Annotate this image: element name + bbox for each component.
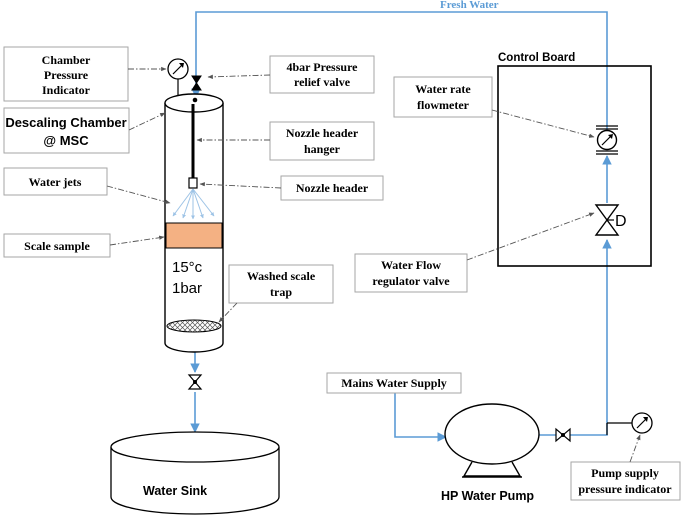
label-box-scale-sample: [3, 233, 111, 258]
leader-descaling-chamber: [128, 112, 166, 131]
hanger-line1: Nozzle header: [286, 126, 359, 140]
label-box-mains-supply: [326, 372, 462, 394]
leader-water-jets: [106, 185, 171, 204]
label-box-pump-pressure: [570, 461, 681, 501]
label-box-water-jets: [3, 167, 108, 196]
pressure-relief-valve-icon: [191, 75, 202, 91]
mains-supply-pipe: [394, 392, 447, 442]
relief-valve-line1: 4bar Pressure: [287, 60, 359, 74]
pump-discharge-pipe: [538, 239, 612, 436]
hp-water-pump: HP Water Pump: [441, 403, 540, 503]
nozzle-header: [188, 177, 198, 189]
fresh-water-pipe: [191, 11, 608, 140]
chamber-pressure-line2: Pressure: [44, 68, 89, 82]
label-box-relief-valve: [269, 55, 375, 94]
relief-valve-line2: relief valve: [294, 75, 351, 89]
leader-nozzle-header: [199, 182, 282, 189]
flow-regulator-valve-icon: D: [594, 204, 627, 236]
label-box-hanger: [269, 121, 375, 161]
regulator-line1: Water Flow: [381, 258, 441, 272]
water-jets-label: Water jets: [29, 175, 82, 189]
leader-relief-valve: [207, 74, 271, 80]
chamber-pressure-gauge-icon: [167, 58, 189, 96]
descaling-chamber-line1: Descaling Chamber: [5, 115, 126, 130]
leader-regulator: [466, 212, 595, 261]
pump-pressure-line2: pressure indicator: [578, 482, 672, 496]
drain-valve-icon: [187, 374, 203, 390]
descaling-chamber-line2: @ MSC: [43, 133, 89, 148]
water-jets: [172, 188, 215, 220]
chamber-pressure-line3: Indicator: [42, 83, 91, 97]
label-box-flowmeter: [393, 76, 493, 118]
pump-outlet-valve-icon: [555, 427, 571, 443]
pump-pressure-line1: Pump supply: [591, 466, 659, 480]
leader-scale-sample: [109, 235, 165, 246]
leader-pump-pressure: [629, 434, 641, 463]
water-sink: Water Sink: [110, 431, 280, 515]
leader-flowmeter: [491, 109, 595, 138]
flowmeter-line2: flowmeter: [417, 98, 470, 112]
label-box-chamber-pressure: [3, 46, 129, 102]
pump-pressure-gauge-icon: [606, 412, 653, 435]
flowmeter-icon: [596, 125, 618, 155]
washed-scale-trap: [166, 319, 222, 333]
hanger-line2: hanger: [304, 142, 341, 156]
mains-supply-label: Mains Water Supply: [341, 376, 447, 390]
label-box-nozzle-header: [280, 175, 384, 201]
regulator-line2: regulator valve: [372, 274, 450, 288]
leader-scale-trap: [218, 302, 238, 323]
scale-sample: [165, 222, 223, 249]
label-box-regulator: [354, 253, 468, 293]
chamber-pressure-line1: Chamber: [42, 53, 91, 67]
label-box-descaling-chamber: [3, 107, 130, 154]
descaling-chamber: 15°c 1bar: [164, 93, 224, 353]
hp-pump-label: HP Water Pump: [441, 489, 534, 503]
pressure-text: 1bar: [172, 280, 202, 297]
label-box-scale-trap: [228, 264, 334, 304]
nozzle-header-label: Nozzle header: [296, 181, 369, 195]
scale-trap-line1: Washed scale: [247, 269, 316, 283]
temperature-text: 15°c: [172, 259, 203, 276]
scale-sample-label: Scale sample: [24, 239, 90, 253]
control-board-title: Control Board: [498, 52, 575, 64]
scale-trap-line2: trap: [270, 285, 292, 299]
water-sink-label: Water Sink: [143, 484, 207, 498]
control-board-frame: [497, 65, 652, 267]
flowmeter-line1: Water rate: [415, 82, 471, 96]
fresh-water-label: Fresh Water: [440, 0, 499, 11]
regulator-symbol: D: [615, 213, 627, 230]
